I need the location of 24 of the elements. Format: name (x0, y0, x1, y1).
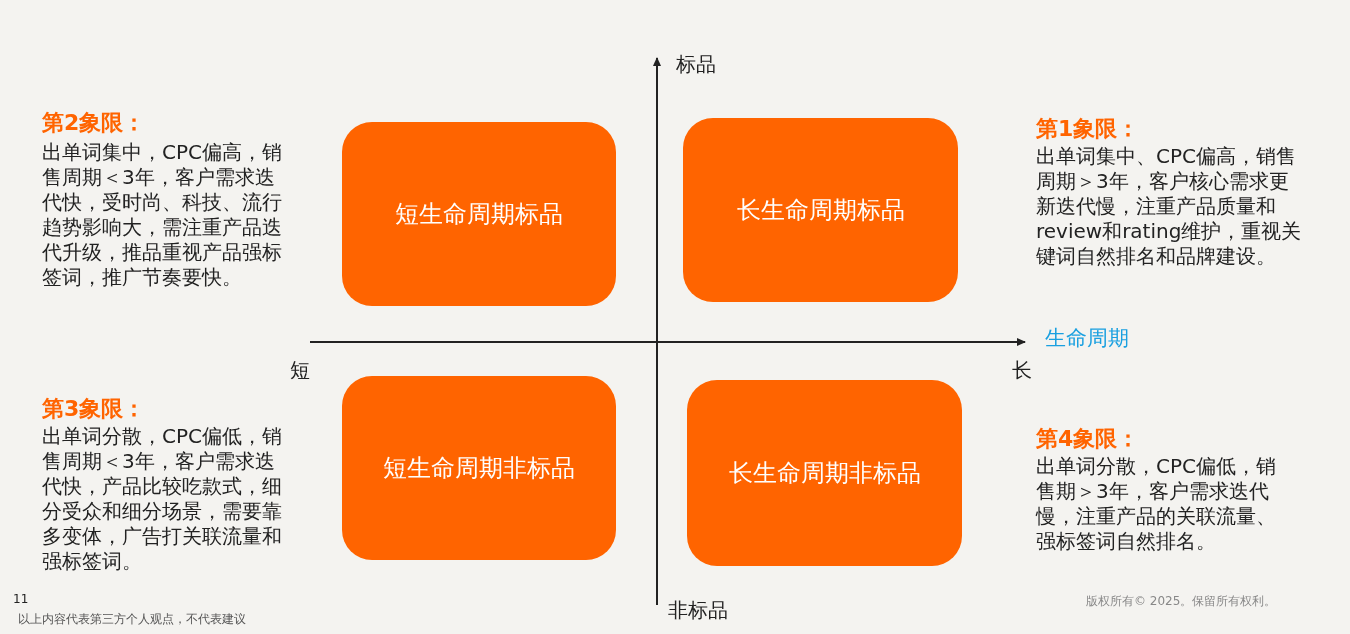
quadrant-heading: 第1象限： (1036, 116, 1140, 141)
disclaimer-note: 以上内容代表第三方个人观点，不代表建议 (18, 612, 246, 627)
axis-label: 短 (290, 358, 310, 383)
axis-label: 长 (1012, 358, 1032, 383)
quadrant-box (687, 380, 962, 566)
page-number: 11 (13, 592, 29, 607)
quadrant-heading: 第4象限： (1036, 426, 1140, 451)
quadrant-box (683, 118, 958, 302)
quadrant-title: 短生命周期标品 (395, 199, 563, 230)
quadrant-heading: 第3象限： (42, 396, 146, 421)
quadrant-description: 出单词分散，CPC偏低，销售期＞3年，客户需求迭代慢，注重产品的关联流量、强标签词自然排名。 (1036, 454, 1277, 554)
axis-title: 生命周期 (1045, 326, 1129, 351)
quadrant-box (342, 122, 616, 306)
quadrant-heading: 第2象限： (42, 110, 146, 135)
quadrant-box (342, 376, 616, 560)
quadrant-description: 出单词分散，CPC偏低，销售周期＜3年，客户需求迭代快，产品比较吃款式，细分受众和细分场景，需要靠多变体，广告打关联流量和强标签词。 (42, 424, 283, 574)
axis-label: 标品 (676, 52, 716, 77)
quadrant-description: 出单词集中、CPC偏高，销售周期＞3年，客户核心需求更新迭代慢，注重产品质量和review和rating维护，重视关键词自然排名和品牌建设。 (1036, 144, 1303, 269)
quadrant-title: 长生命周期非标品 (728, 458, 921, 489)
quadrant-description: 出单词集中，CPC偏高，销售周期＜3年，客户需求迭代快，受时尚、科技、流行趋势影响大，需注重产品迭代升级，推品重视产品强标签词，推广节奏要快。 (42, 140, 283, 290)
quadrant-title: 短生命周期非标品 (383, 453, 575, 484)
axis-label: 非标品 (668, 598, 728, 623)
copyright-note: 版权所有© 2025。保留所有权利。 (1086, 594, 1277, 609)
quadrant-title: 长生命周期标品 (736, 195, 905, 226)
